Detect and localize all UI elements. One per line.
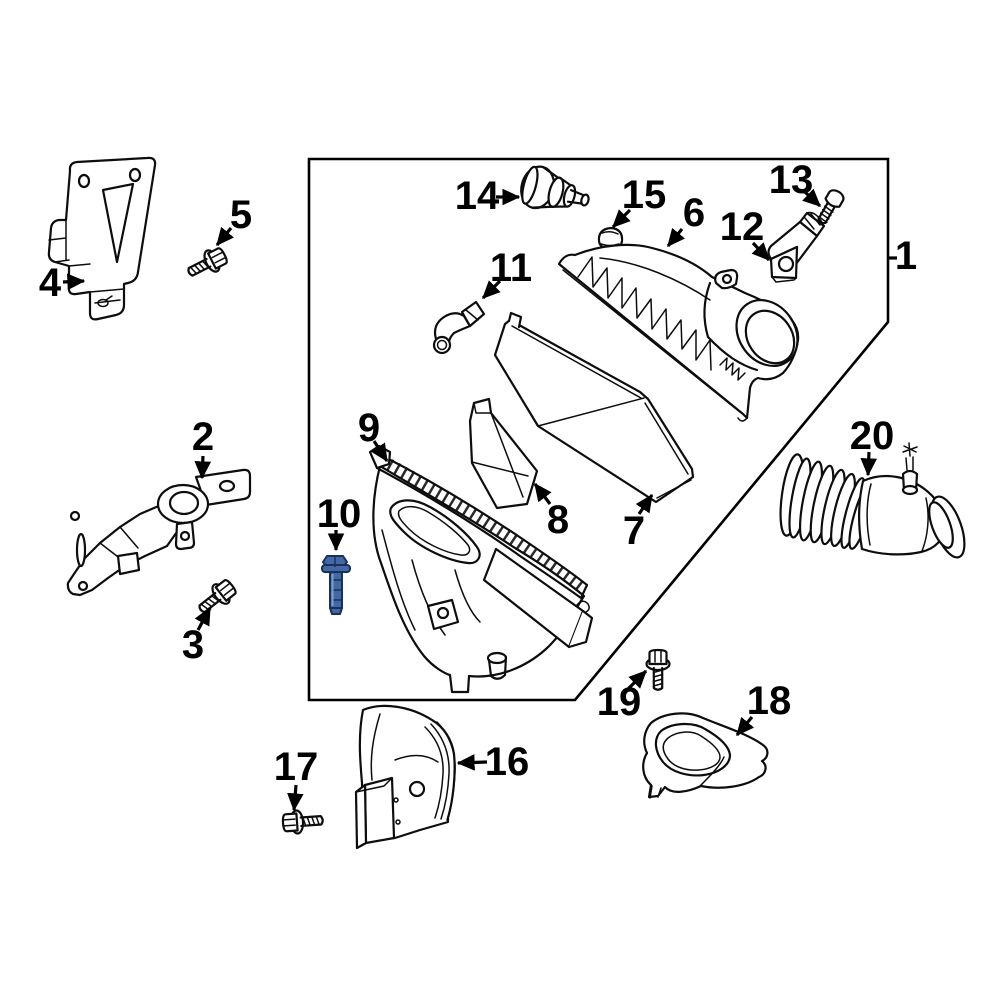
part-drawing-inlet-duct-cover <box>354 704 456 850</box>
part-drawing-air-flow-sensor <box>767 211 826 283</box>
callout-label-8[interactable]: 8 <box>547 498 569 542</box>
part-drawing-upper-cover <box>557 243 800 422</box>
callout-3-arrow <box>194 606 212 631</box>
part-drawing-bracket-screw-3 <box>198 579 237 614</box>
bolt-tip <box>329 607 343 615</box>
part-drawing-mounting-bolt-highlighted[interactable] <box>321 555 351 615</box>
callout-4-arrow <box>62 273 86 291</box>
callout-18-arrow <box>735 715 755 737</box>
callout-label-13[interactable]: 13 <box>769 158 814 202</box>
part-drawing-vent-tube <box>432 300 486 355</box>
callout-label-18[interactable]: 18 <box>747 679 792 723</box>
callout-9-arrow <box>370 440 389 463</box>
callout-6-arrow <box>666 227 686 248</box>
callout-label-16[interactable]: 16 <box>485 740 530 784</box>
part-drawing-support-bracket <box>66 468 252 597</box>
callout-5-arrow <box>215 226 235 247</box>
callout-label-1[interactable]: 1 <box>895 234 917 278</box>
part-drawing-lower-housing <box>368 444 594 694</box>
part-drawing-rubber-mount <box>520 165 590 210</box>
part-drawing-air-intake-duct <box>642 712 769 799</box>
callout-label-14[interactable]: 14 <box>455 174 500 218</box>
callout-2-arrow <box>194 455 212 480</box>
callout-19-arrow <box>626 669 648 691</box>
callout-label-10[interactable]: 10 <box>317 492 362 536</box>
callout-label-17[interactable]: 17 <box>274 745 319 789</box>
part-drawing-air-deflector <box>468 397 539 510</box>
callout-label-9[interactable]: 9 <box>358 406 380 450</box>
bolt-flange <box>321 564 351 573</box>
assembly-boundary-box <box>307 157 890 702</box>
callout-arrows <box>62 188 897 812</box>
callout-label-19[interactable]: 19 <box>597 680 642 724</box>
callout-label-15[interactable]: 15 <box>622 173 667 217</box>
part-drawing-duct-screw-19 <box>645 648 671 691</box>
callout-label-4[interactable]: 4 <box>39 261 62 305</box>
callout-8-arrow <box>533 482 552 505</box>
callout-label-5[interactable]: 5 <box>230 193 252 237</box>
part-drawing-air-filter <box>493 311 695 504</box>
callout-13-arrow <box>802 188 822 208</box>
callout-label-6[interactable]: 6 <box>683 191 705 235</box>
callout-16-arrow <box>456 754 488 771</box>
callout-20-arrow <box>860 451 878 477</box>
callout-label-2[interactable]: 2 <box>192 415 214 459</box>
callout-11-arrow <box>481 279 502 300</box>
callout-15-arrow <box>611 208 632 229</box>
part-drawing-duct-screw-17 <box>281 809 324 835</box>
callout-17-arrow <box>287 784 304 812</box>
callout-7-arrow <box>635 493 654 515</box>
part-drawing-sensor-screw <box>817 189 845 225</box>
bolt-segments <box>330 556 342 601</box>
part-drawing-bracket-screw-5 <box>187 247 228 277</box>
callout-label-11[interactable]: 11 <box>490 246 532 290</box>
callout-labels: 1 2 3 4 5 6 7 8 9 10 11 12 13 14 15 16 1… <box>39 158 917 789</box>
part-drawing-mount-bracket <box>47 156 157 321</box>
callout-12-arrow <box>751 241 771 262</box>
callout-label-7[interactable]: 7 <box>623 509 645 553</box>
callout-label-3[interactable]: 3 <box>182 623 204 667</box>
callout-label-12[interactable]: 12 <box>720 205 765 249</box>
part-drawing-air-intake-hose <box>779 442 966 559</box>
callout-label-20[interactable]: 20 <box>850 414 895 458</box>
